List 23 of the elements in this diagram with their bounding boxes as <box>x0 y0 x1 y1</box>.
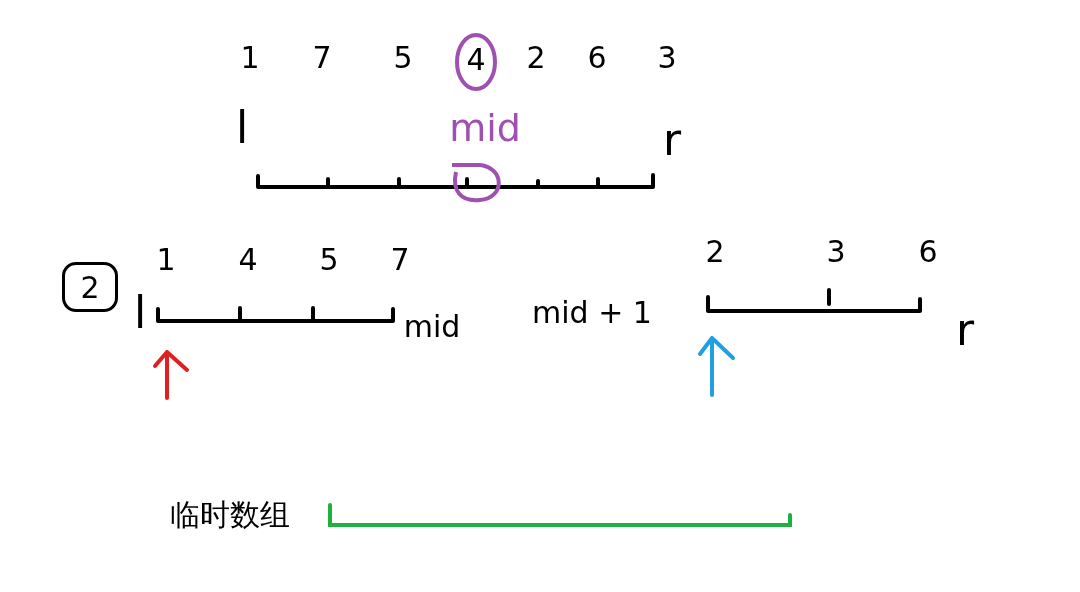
label-text: 6 <box>918 237 938 267</box>
label-text: 6 <box>587 43 607 73</box>
label-text: l <box>133 291 147 335</box>
label-text: mid <box>403 312 461 342</box>
label-text: 5 <box>393 43 413 73</box>
label-text: 4 <box>466 45 486 75</box>
label-text: 7 <box>390 245 410 275</box>
label-text: 3 <box>657 43 677 73</box>
label-text: 2 <box>526 43 546 73</box>
label-text: l <box>235 106 249 150</box>
label-text: 2 <box>705 237 725 267</box>
label-text: 1 <box>240 43 260 73</box>
label-text: 1 <box>156 245 176 275</box>
label-text: mid + 1 <box>532 298 652 328</box>
label-text: r <box>662 118 682 162</box>
label-text: 4 <box>238 245 258 275</box>
step-number-box: 2 <box>62 262 118 312</box>
label-text: r <box>955 308 975 352</box>
label-text: 临时数组 <box>170 500 290 530</box>
label-text: 5 <box>319 245 339 275</box>
label-text: 3 <box>826 237 846 267</box>
label-text: 7 <box>312 43 332 73</box>
label-text: mid <box>449 109 521 147</box>
